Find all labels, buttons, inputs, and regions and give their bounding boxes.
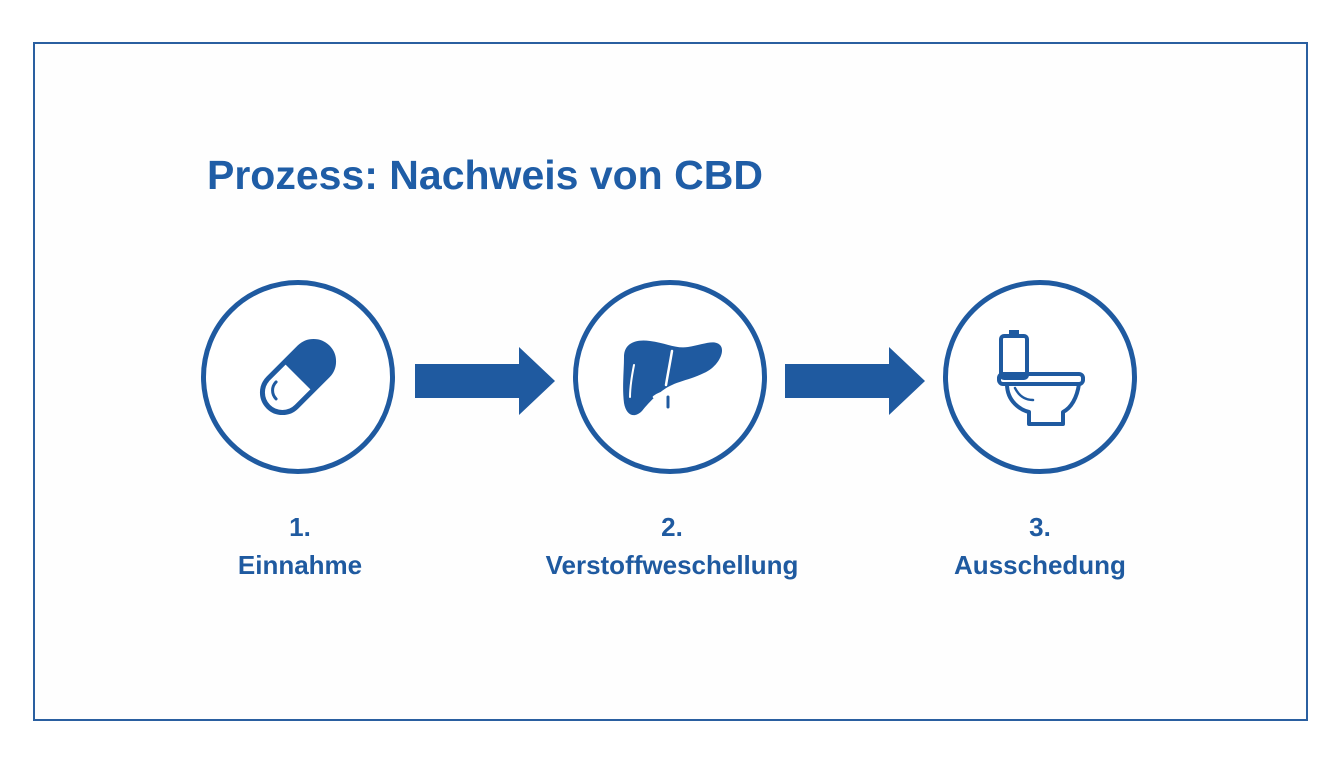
- step-3-text: Ausschedung: [954, 550, 1126, 580]
- arrow-1: [415, 347, 555, 415]
- step-3-label: 3. Ausschedung: [880, 508, 1200, 584]
- diagram-title: Prozess: Nachweis von CBD: [207, 152, 763, 198]
- arrow-2: [785, 347, 925, 415]
- step-3-number: 3.: [1029, 512, 1051, 542]
- step-2-label: 2. Verstoffweschellung: [512, 508, 832, 584]
- liver-icon: [623, 340, 723, 416]
- capsule-icon: [259, 338, 337, 416]
- step-1-number: 1.: [289, 512, 311, 542]
- toilet-icon: [997, 330, 1085, 426]
- step-2-text: Verstoffweschellung: [545, 550, 799, 580]
- step-1-text: Einnahme: [237, 550, 363, 580]
- step-2-circle: [573, 280, 767, 474]
- step-1-circle: [201, 280, 395, 474]
- step-1-label: 1. Einnahme: [140, 508, 460, 584]
- step-3-circle: [943, 280, 1137, 474]
- step-2-number: 2.: [661, 512, 683, 542]
